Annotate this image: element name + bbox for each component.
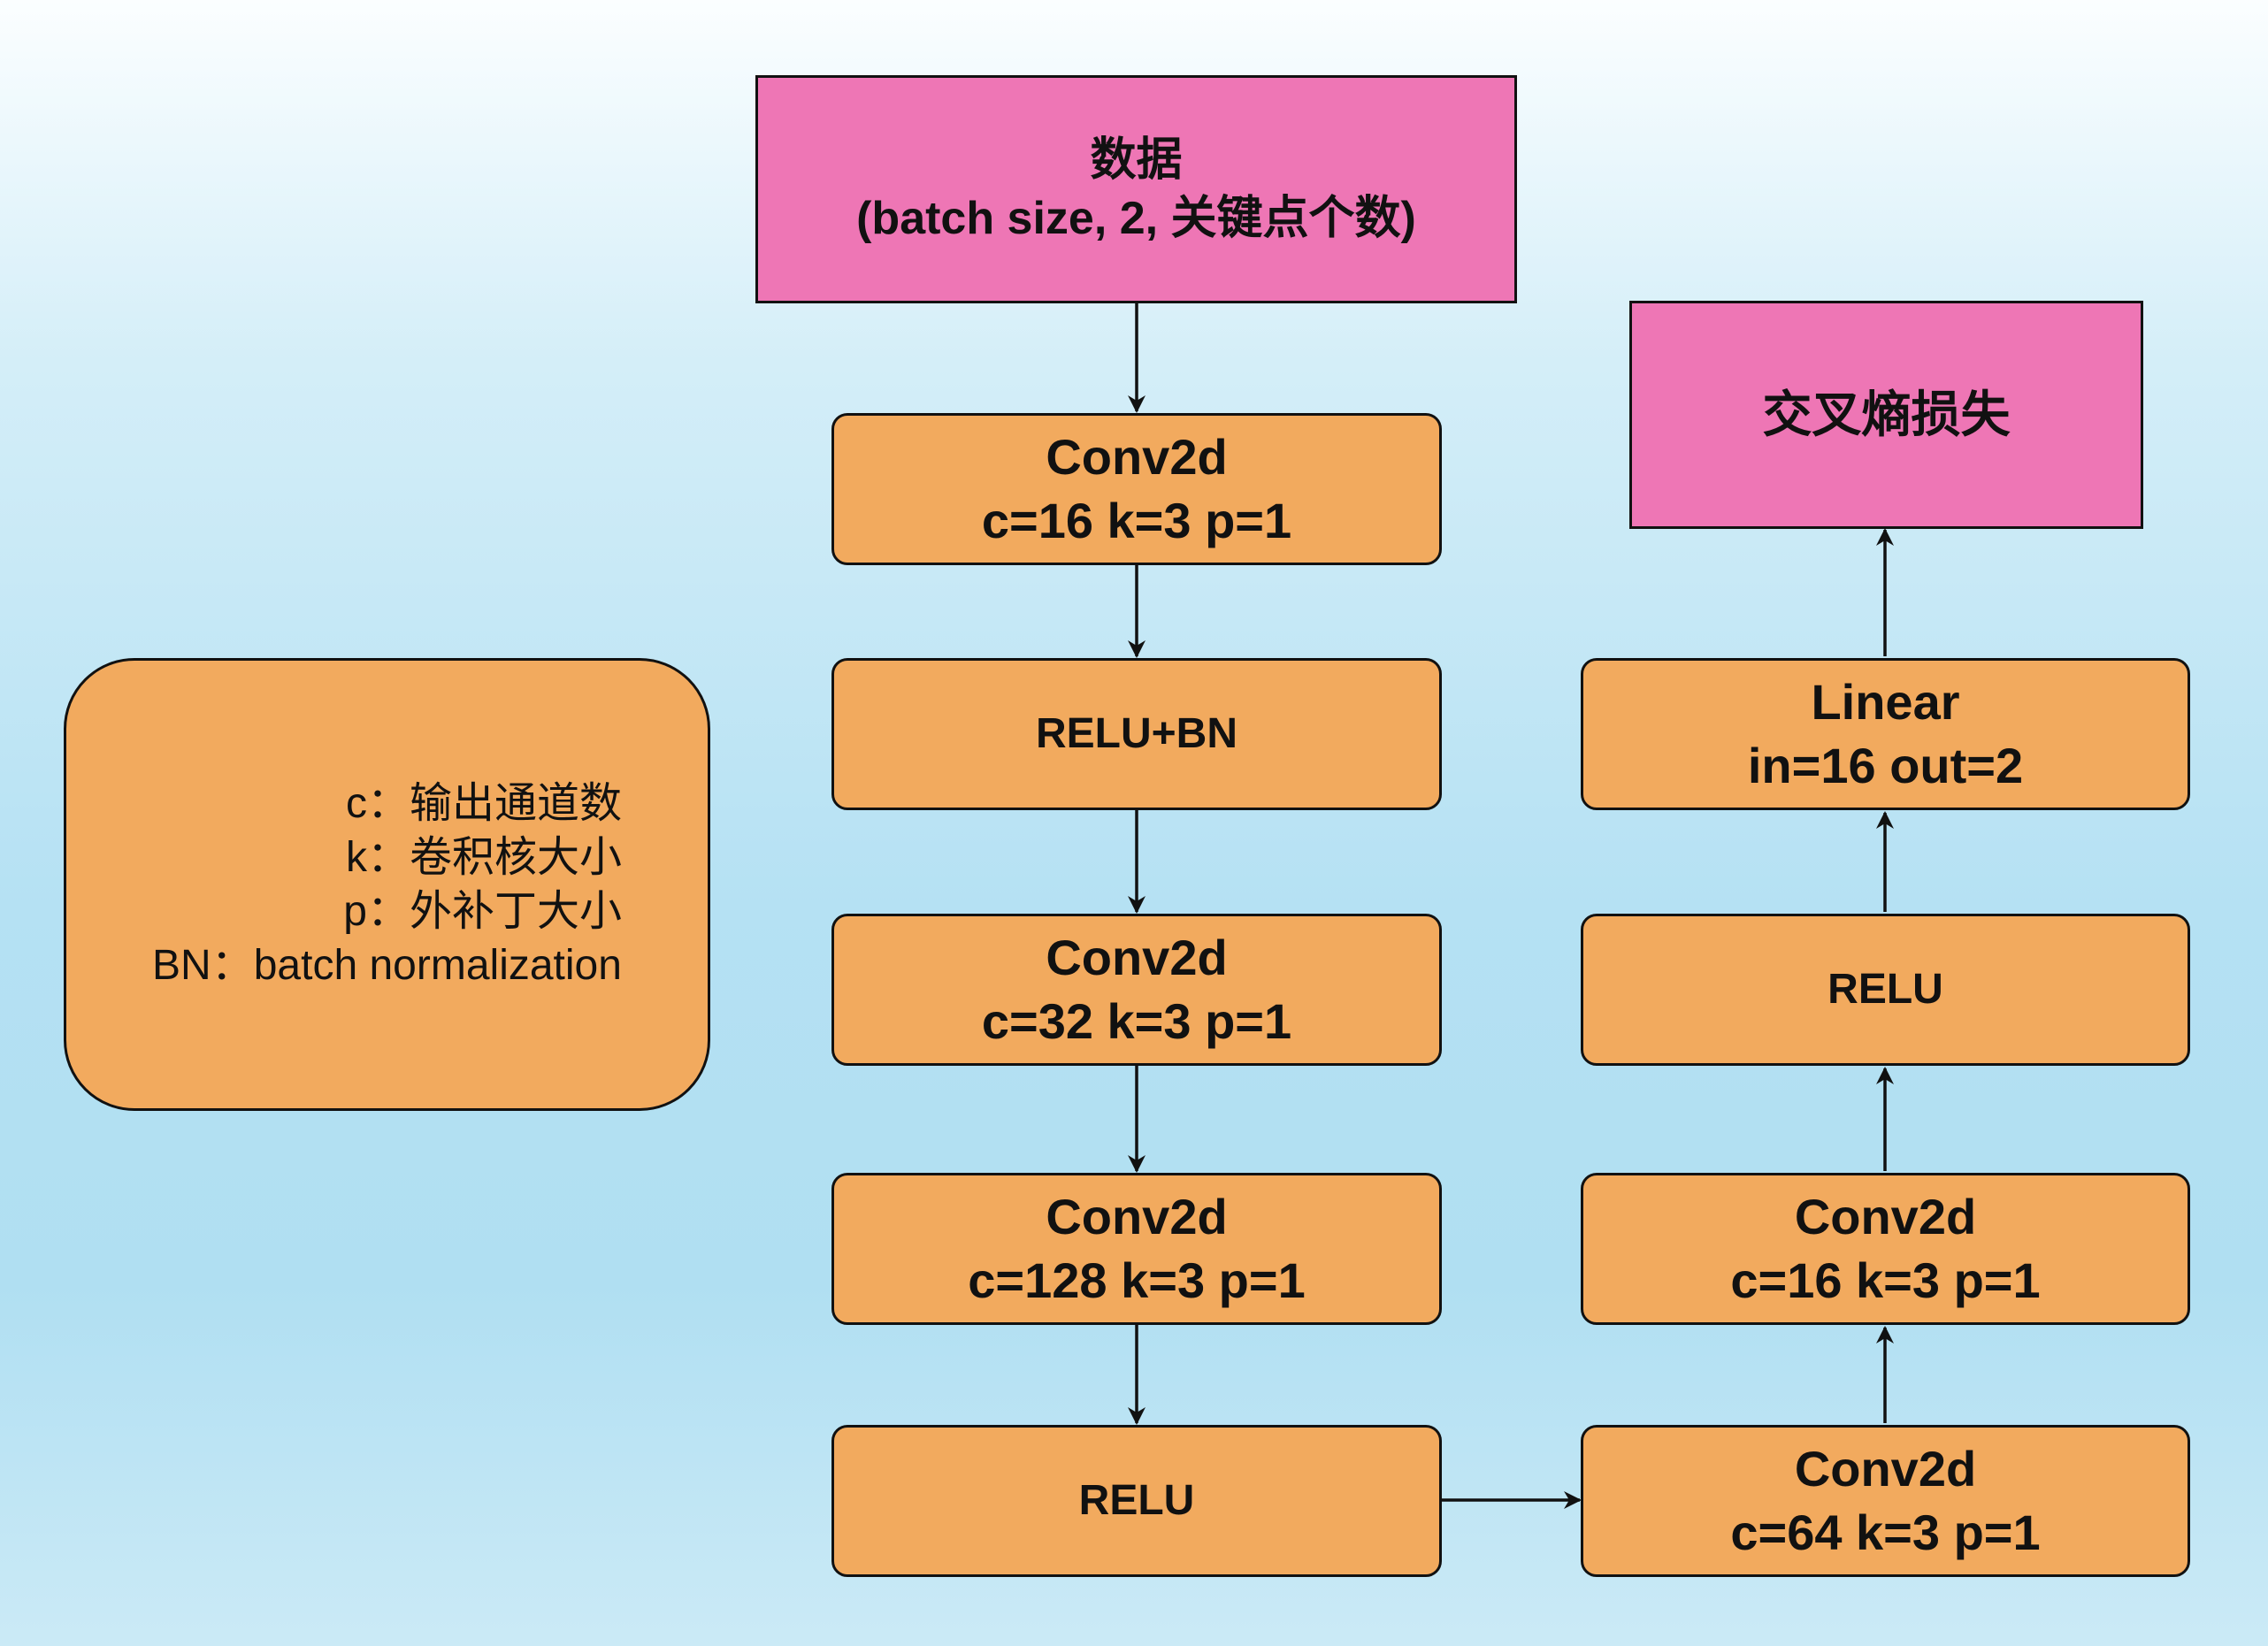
node-linear: Linear in=16 out=2 (1581, 658, 2190, 810)
node-linear-title: Linear (1811, 674, 1960, 730)
node-conv4-title: Conv2d (1794, 1441, 1977, 1497)
node-conv5-title: Conv2d (1794, 1189, 1977, 1244)
node-loss: 交叉熵损失 (1629, 301, 2143, 529)
legend-line-p: p：外补丁大小 (343, 888, 622, 935)
node-data: 数据 (batch size, 2, 关键点个数) (755, 75, 1517, 303)
node-linear-params: in=16 out=2 (1747, 738, 2024, 793)
node-conv3: Conv2d c=128 k=3 p=1 (831, 1173, 1442, 1325)
node-relubn-label: RELU+BN (1035, 710, 1238, 757)
node-relu1-label: RELU (1078, 1477, 1195, 1524)
legend-list: c：输出通道数 k：卷积核大小 p：外补丁大小 BN：batch normali… (152, 777, 622, 992)
legend-line-c: c：输出通道数 (345, 780, 622, 827)
node-conv2-title: Conv2d (1046, 930, 1228, 985)
legend-line-k: k：卷积核大小 (345, 834, 622, 881)
node-relu2-label: RELU (1827, 966, 1943, 1013)
node-loss-label: 交叉熵损失 (1762, 387, 2011, 442)
node-conv2: Conv2d c=32 k=3 p=1 (831, 914, 1442, 1066)
node-conv1-params: c=16 k=3 p=1 (981, 493, 1292, 548)
legend-box: c：输出通道数 k：卷积核大小 p：外补丁大小 BN：batch normali… (64, 658, 710, 1111)
node-relubn: RELU+BN (831, 658, 1442, 810)
node-conv4: Conv2d c=64 k=3 p=1 (1581, 1425, 2190, 1577)
node-relu1: RELU (831, 1425, 1442, 1577)
legend-line-bn: BN：batch normalization (152, 942, 622, 989)
node-data-shape: (batch size, 2, 关键点个数) (856, 193, 1416, 244)
node-relu2: RELU (1581, 914, 2190, 1066)
node-conv5-params: c=16 k=3 p=1 (1730, 1252, 2041, 1308)
node-conv3-title: Conv2d (1046, 1189, 1228, 1244)
node-conv3-params: c=128 k=3 p=1 (968, 1252, 1306, 1308)
node-data-title: 数据 (1090, 134, 1183, 186)
node-conv2-params: c=32 k=3 p=1 (981, 993, 1292, 1049)
node-conv5: Conv2d c=16 k=3 p=1 (1581, 1173, 2190, 1325)
node-conv1-title: Conv2d (1046, 429, 1228, 485)
node-conv4-params: c=64 k=3 p=1 (1730, 1504, 2041, 1560)
node-conv1: Conv2d c=16 k=3 p=1 (831, 413, 1442, 565)
